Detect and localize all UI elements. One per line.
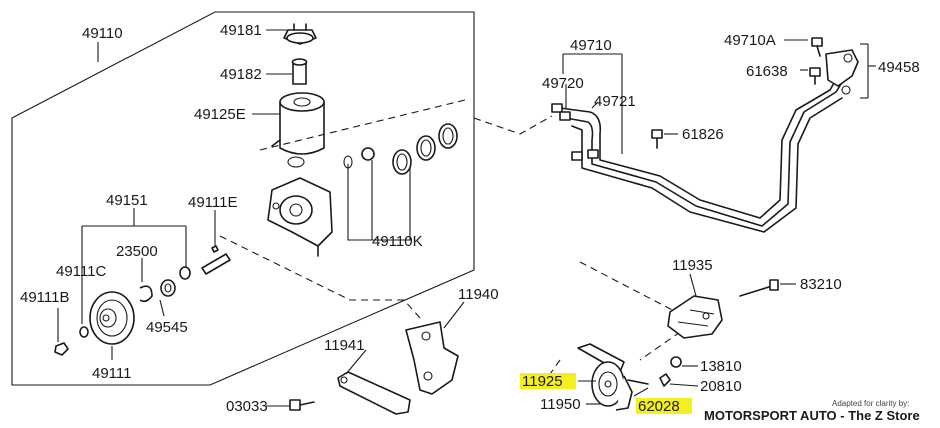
hose-leader-lines bbox=[562, 39, 876, 154]
label-11940: 11940 bbox=[458, 286, 499, 303]
adjust-bar bbox=[337, 371, 411, 415]
pump-assembly-frame bbox=[11, 11, 475, 386]
label-62028: 62028 bbox=[638, 398, 680, 415]
label-49710A: 49710A bbox=[724, 32, 776, 49]
pump-leader-lines bbox=[57, 29, 411, 360]
label-11925: 11925 bbox=[522, 373, 563, 390]
idler-pulley-assembly bbox=[577, 343, 682, 411]
label-11935: 11935 bbox=[672, 257, 713, 274]
label-49125E: 49125E bbox=[194, 106, 246, 123]
label-83210: 83210 bbox=[800, 276, 842, 293]
bolt-03033 bbox=[289, 399, 315, 411]
label-49710: 49710 bbox=[570, 37, 612, 54]
idler-bracket bbox=[667, 295, 723, 339]
pressure-hose-assembly bbox=[551, 37, 859, 233]
label-49458: 49458 bbox=[878, 59, 920, 76]
label-49110: 49110 bbox=[82, 25, 123, 42]
label-23500: 23500 bbox=[116, 243, 158, 260]
label-49181: 49181 bbox=[220, 22, 262, 39]
label-49151: 49151 bbox=[106, 192, 148, 209]
reservoir-filter bbox=[291, 58, 308, 85]
reservoir-tank bbox=[271, 92, 325, 155]
idler-bolt-83210 bbox=[739, 279, 779, 297]
highlight-62028 bbox=[636, 398, 692, 414]
label-13810: 13810 bbox=[700, 358, 742, 375]
label-49111B: 49111B bbox=[20, 289, 70, 306]
label-11941: 11941 bbox=[324, 337, 365, 354]
label-49111: 49111 bbox=[92, 365, 132, 382]
label-49721: 49721 bbox=[594, 93, 636, 110]
credit-store-name: MOTORSPORT AUTO - The Z Store bbox=[704, 408, 920, 423]
label-49111C: 49111C bbox=[56, 263, 106, 280]
label-61826: 61826 bbox=[682, 126, 724, 143]
dashed-connectors bbox=[219, 115, 701, 389]
pump-body bbox=[267, 177, 333, 257]
pump-pulley bbox=[89, 291, 135, 345]
label-49182: 49182 bbox=[220, 66, 262, 83]
seal-kit-rings bbox=[259, 99, 466, 175]
pulley-small-parts bbox=[54, 245, 231, 356]
reservoir-cap bbox=[283, 23, 317, 45]
credit-adapted-by: Adapted for clarity by: bbox=[832, 399, 909, 408]
highlight-11925 bbox=[520, 373, 576, 389]
label-61638: 61638 bbox=[746, 63, 788, 80]
label-03033: 03033 bbox=[226, 398, 268, 415]
label-20810: 20810 bbox=[700, 378, 742, 395]
pump-bracket bbox=[405, 321, 459, 395]
label-49720: 49720 bbox=[542, 75, 584, 92]
label-49111E: 49111E bbox=[188, 194, 238, 211]
label-11950: 11950 bbox=[540, 396, 581, 413]
label-49545: 49545 bbox=[146, 319, 188, 336]
label-49110K: 49110K bbox=[372, 233, 423, 250]
bracket-leader-lines bbox=[266, 273, 796, 407]
